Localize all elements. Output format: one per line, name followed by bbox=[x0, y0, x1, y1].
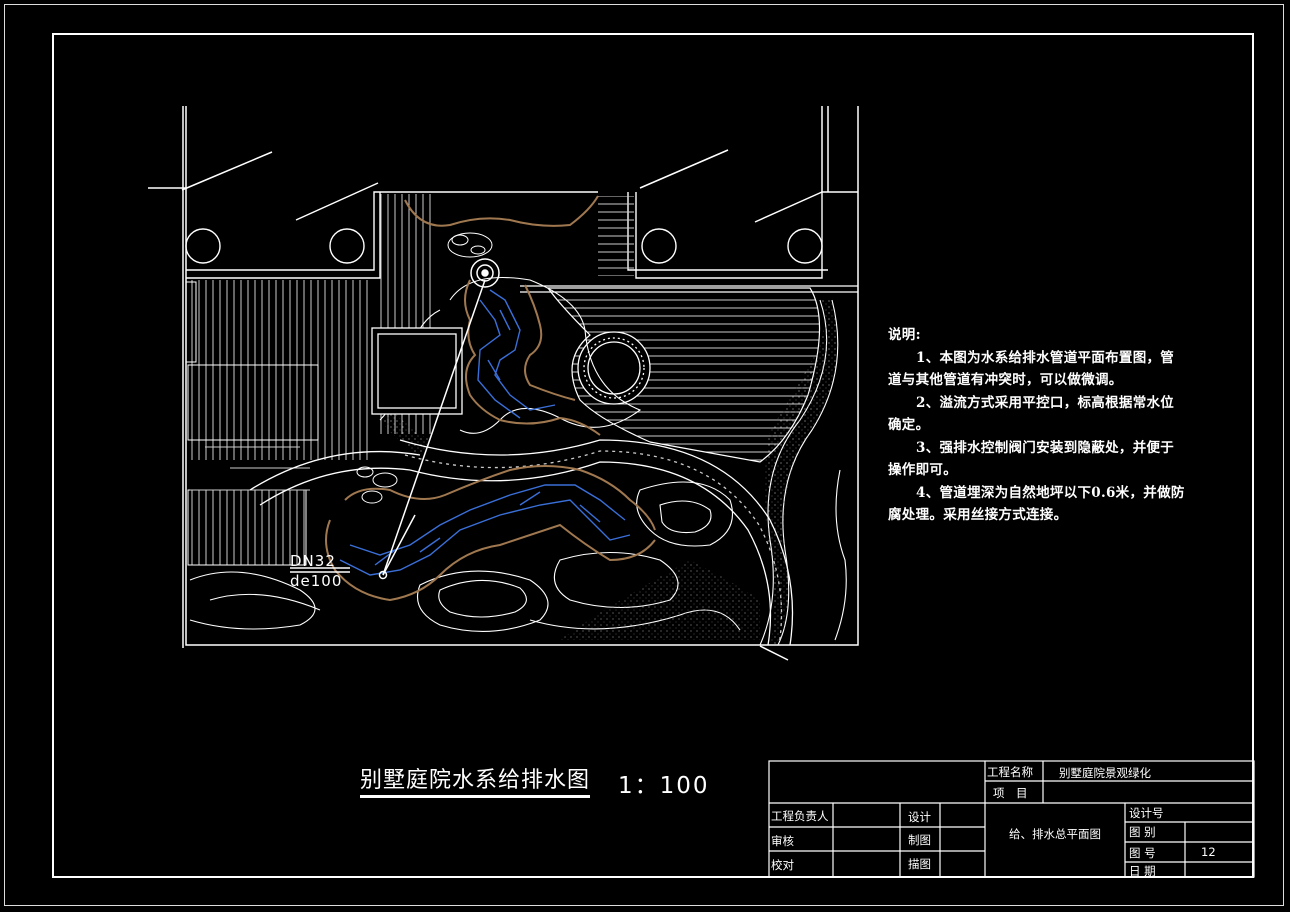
square-gazebo bbox=[371, 327, 463, 415]
notes-line-8: 腐处理。采用丝接方式连接。 bbox=[888, 507, 1068, 523]
drawing-no-label: 图 号 bbox=[1129, 846, 1156, 860]
round-pavilion bbox=[577, 331, 651, 405]
title-block: 工程名称 别墅庭院景观绿化 项 目 工程负责人 设计 审核 制图 校对 描图 给… bbox=[769, 761, 1254, 878]
stepping-stones bbox=[356, 232, 493, 504]
category-label: 图 别 bbox=[1129, 825, 1156, 839]
drafting-label: 制图 bbox=[908, 833, 931, 847]
drawing-no-value: 12 bbox=[1201, 845, 1216, 859]
project-name-value: 别墅庭院景观绿化 bbox=[1059, 766, 1151, 780]
notes-line-1: 1、本图为水系给排水管道平面布置图，管 bbox=[916, 349, 1175, 366]
drawing-border-outer bbox=[4, 4, 1284, 906]
date-label: 日 期 bbox=[1129, 864, 1156, 878]
check-label: 校对 bbox=[771, 858, 794, 872]
house-outline bbox=[185, 191, 858, 279]
drawing-border-inner bbox=[52, 33, 1254, 878]
notes-line-7: 4、管道埋深为自然地坪以下0.6米，并做防 bbox=[916, 484, 1185, 501]
review-label: 审核 bbox=[771, 834, 794, 848]
stream-water bbox=[339, 289, 631, 576]
notes-line-6: 操作即可。 bbox=[888, 462, 957, 478]
drawing-title: 别墅庭院水系给排水图 bbox=[360, 768, 591, 798]
notes-line-2: 道与其他管道有冲突时，可以做微调。 bbox=[888, 372, 1123, 388]
site-boundary bbox=[148, 106, 859, 661]
drawing-scale: 1：100 bbox=[618, 773, 710, 799]
curved-boardwalk bbox=[249, 439, 794, 646]
design-label: 设计 bbox=[908, 810, 931, 824]
sheet-title: 给、排水总平面图 bbox=[1009, 827, 1101, 841]
gravel-areas bbox=[380, 300, 838, 645]
design-notes: 说明: 1、本图为水系给排水管道平面布置图，管 道与其他管道有冲突时，可以做微调… bbox=[888, 324, 1218, 527]
titleblock-grid bbox=[768, 760, 1255, 878]
item-label: 项 目 bbox=[993, 786, 1028, 800]
engineer-label: 工程负责人 bbox=[771, 809, 829, 823]
notes-heading: 说明: bbox=[888, 327, 921, 343]
notes-line-4: 确定。 bbox=[888, 417, 930, 433]
pipe-label-dn32: DN32 bbox=[290, 552, 336, 570]
notes-line-5: 3、强排水控制阀门安装到隐蔽处，并便于 bbox=[916, 439, 1175, 456]
design-no-label: 设计号 bbox=[1129, 806, 1164, 820]
notes-line-3: 2、溢流方式采用平控口，标高根据常水位 bbox=[916, 394, 1175, 411]
tracing-label: 描图 bbox=[908, 857, 931, 871]
stream-rocks bbox=[325, 195, 656, 602]
pipe-label-de100: de100 bbox=[290, 572, 343, 590]
project-name-label: 工程名称 bbox=[987, 765, 1033, 779]
decking bbox=[185, 194, 634, 566]
drainage-pipe bbox=[290, 258, 500, 580]
